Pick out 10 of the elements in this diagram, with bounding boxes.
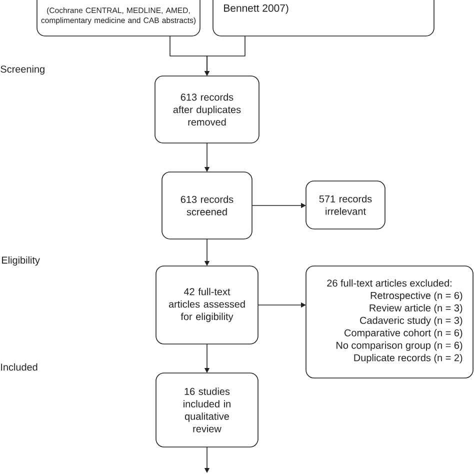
process-box: 26 full-text articles excluded: Retrospective (n = 6) Review article (n = 3) Cadaveric study (n = 3) Comparative cohort (n = 6) No comparison group (n = 6) Duplicate records (n = 2) (306, 266, 474, 378)
process-box: 613 records screened (162, 172, 252, 240)
process-box: 16 studies included in qualitative review (156, 372, 258, 448)
stage-label: Screening (0, 65, 44, 75)
process-box: Bennett 2007) (212, 0, 434, 36)
process-box: 613 records after duplicates removed (154, 76, 260, 144)
stage-label: Eligibility (2, 256, 40, 266)
stage-label: Included (1, 363, 38, 371)
process-box: 571 records irrelevant (306, 180, 386, 230)
process-box: 42 full-text articles assessed for eligibility (156, 266, 258, 344)
